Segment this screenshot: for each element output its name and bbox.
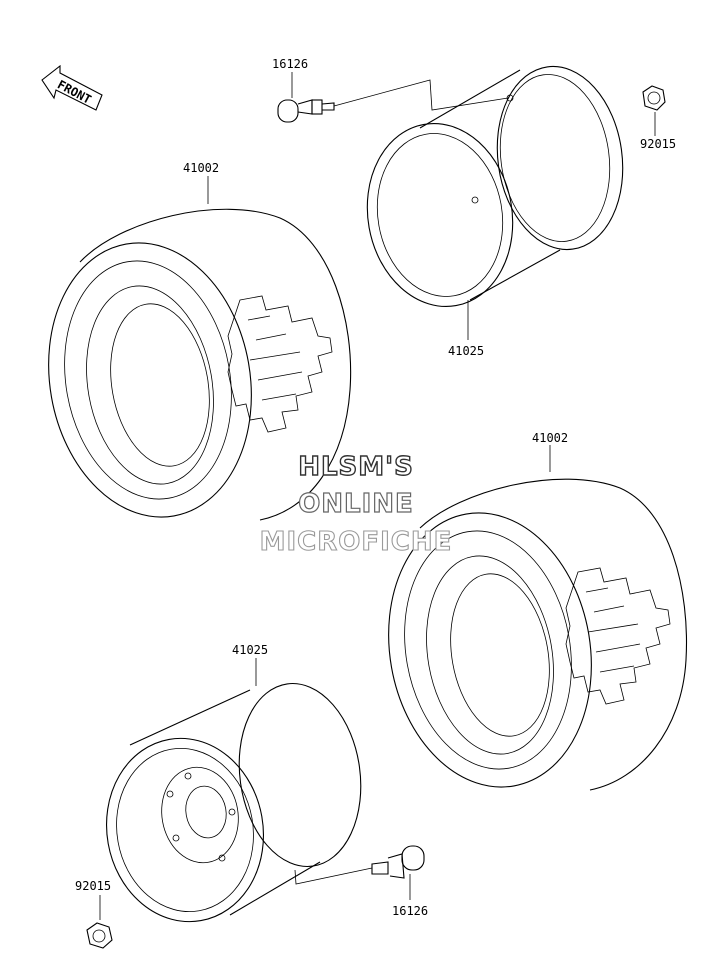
rim-top: [366, 65, 624, 308]
label-tire-left: 41002: [183, 161, 219, 175]
valve-stem-top: [277, 79, 509, 123]
front-arrow-icon: FRONT: [41, 64, 103, 111]
label-nut-top: 92015: [640, 137, 676, 151]
label-tire-right: 41002: [532, 431, 568, 445]
nut-top: [642, 85, 666, 111]
rim-bottom: [105, 682, 362, 923]
tire-right: [388, 478, 688, 791]
label-rim-top: 41025: [448, 344, 484, 358]
label-valve-bottom: 16126: [392, 904, 428, 918]
tire-left: [48, 208, 352, 521]
watermark: HLSM'S ONLINE MICROFICHE: [259, 451, 453, 557]
nut-bottom: [86, 922, 113, 949]
label-nut-bottom: 92015: [75, 879, 111, 893]
watermark-line-2: ONLINE: [298, 489, 414, 519]
watermark-line-3: MICROFICHE: [260, 527, 453, 557]
front-label: FRONT: [55, 77, 93, 106]
label-rim-bottom: 41025: [232, 643, 268, 657]
valve-stem-bottom: [294, 845, 425, 885]
label-valve-top: 16126: [272, 57, 308, 71]
watermark-line-1: HLSM'S: [298, 452, 414, 482]
